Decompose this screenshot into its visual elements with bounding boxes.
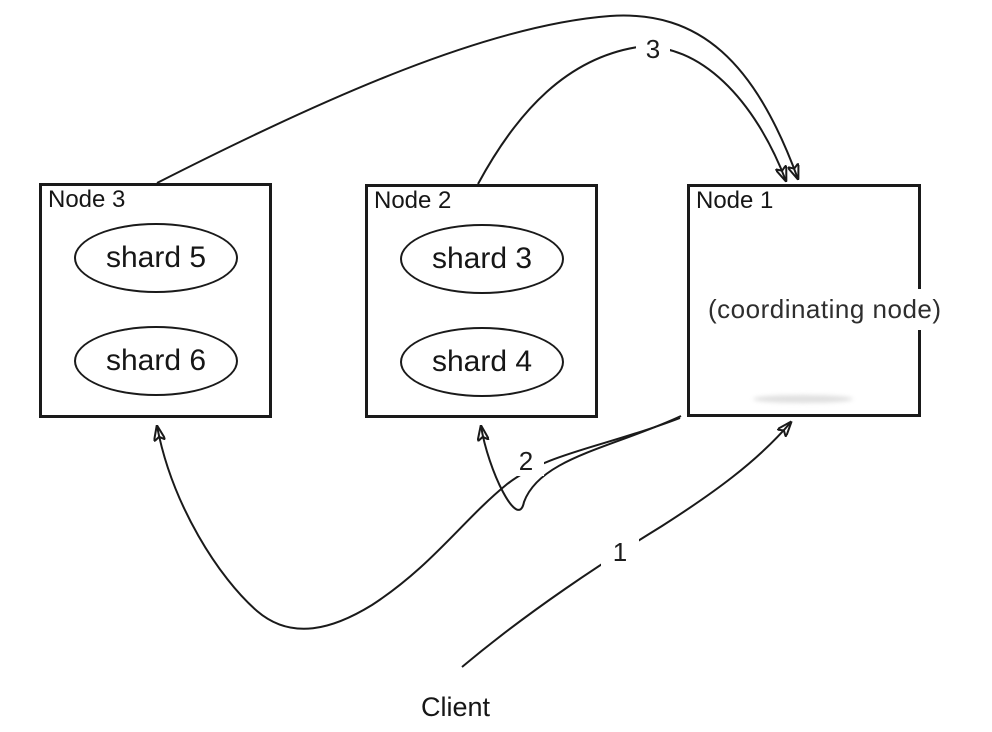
arrow-3-node3-to-node1 — [156, 14, 798, 184]
node-1-title: Node 1 — [696, 187, 774, 214]
smudge-artifact — [753, 395, 853, 403]
shard-5-ellipse: shard 5 — [74, 223, 238, 293]
node-2-title: Node 2 — [374, 187, 452, 214]
arrow-2-node1-to-node2 — [481, 415, 682, 511]
shard-3-ellipse: shard 3 — [400, 224, 564, 294]
step-1-label: 1 — [601, 537, 639, 567]
shard-6-ellipse: shard 6 — [74, 326, 238, 396]
arrow-3-node2-to-node1 — [477, 45, 786, 185]
step-3-label: 3 — [636, 34, 670, 64]
node-3-box: Node 3 shard 5 shard 6 — [39, 183, 272, 418]
arrow-1-client-to-node1 — [461, 422, 791, 668]
node-2-box: Node 2 shard 3 shard 4 — [365, 184, 598, 418]
shard-4-ellipse: shard 4 — [400, 327, 564, 397]
coordinating-node-label: (coordinating node) — [706, 289, 944, 330]
step-2-label: 2 — [508, 446, 544, 476]
node-3-title: Node 3 — [48, 186, 126, 213]
arrow-2-node1-to-node3 — [157, 417, 681, 630]
client-label: Client — [420, 692, 491, 722]
